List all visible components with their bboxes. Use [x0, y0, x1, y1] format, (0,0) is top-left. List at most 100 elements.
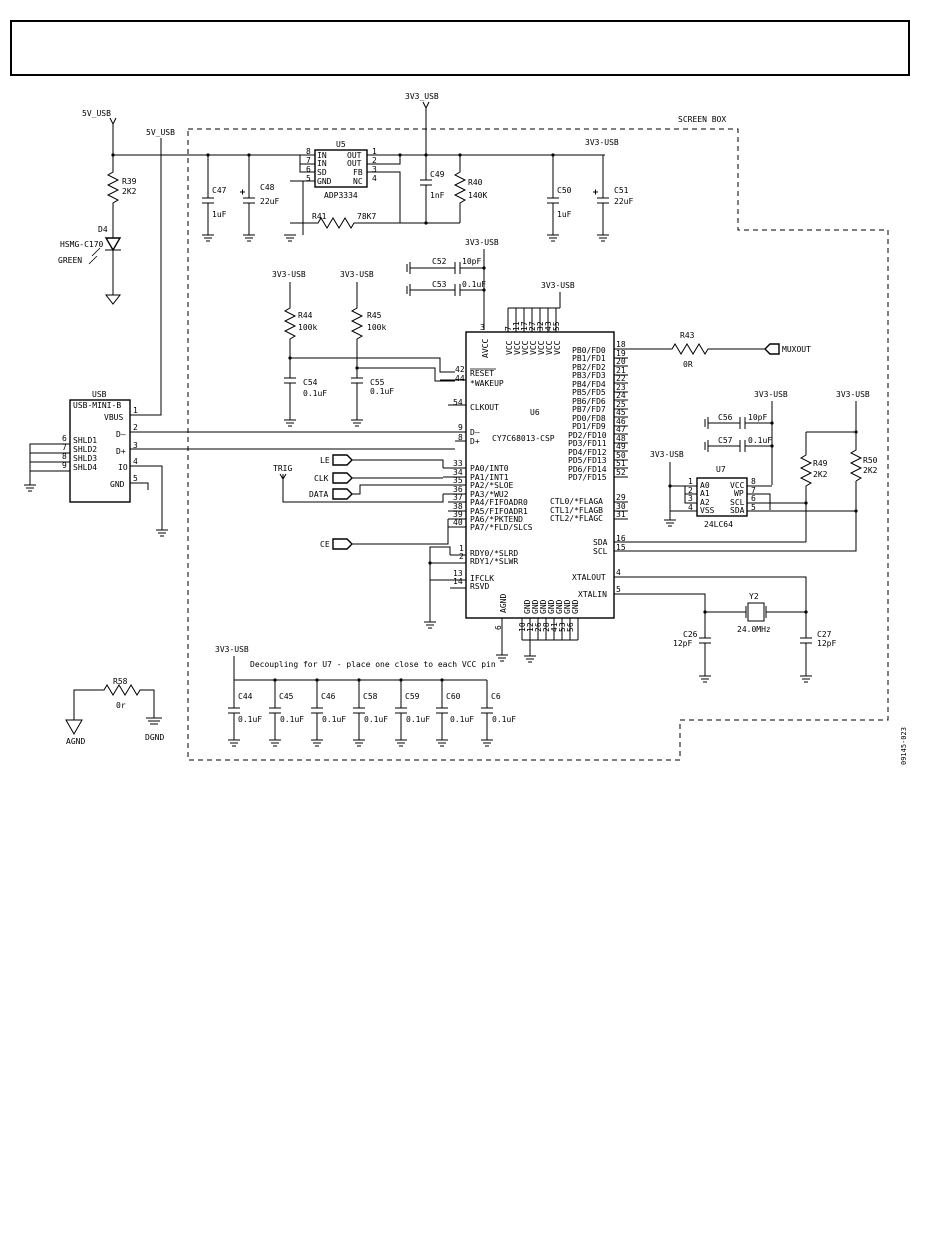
capacitor-c48: C48 22uF	[240, 155, 279, 242]
mcu-pin-num-30: 30	[616, 502, 626, 511]
mcu-pin-label-dminus: D–	[470, 428, 480, 437]
mcu-pin-label-xtalin: XTALIN	[578, 590, 607, 599]
crystal-section: Y2 24.0MHz C26 12pF C27 12pF	[614, 576, 836, 683]
resistor-value-r41: 78K7	[357, 212, 376, 221]
port-label-muxout: MUXOUT	[782, 345, 811, 354]
mcu-pin-num-42: 42	[455, 365, 465, 374]
connector-pin-num-1: 1	[133, 406, 138, 415]
mcu-pin-label-pb1: PB1/FD1	[572, 354, 606, 363]
eeprom-pin-num-5: 5	[751, 503, 756, 512]
mcu-pin-num-55: 55	[552, 321, 561, 331]
crystal-frequency: 24.0MHz	[737, 625, 771, 634]
ground-label-agnd: AGND	[66, 737, 85, 746]
mcu-pin-num-9: 9	[458, 423, 463, 432]
regulator-pin-label-in1: IN	[317, 151, 327, 160]
cap-value-c57: 0.1uF	[748, 436, 772, 445]
mcu-pin-label-wakeup: *WAKEUP	[470, 379, 504, 388]
connector-shield-label-1: SHLD1	[73, 436, 97, 445]
connector-shield-label-4: SHLD4	[73, 463, 97, 472]
resistor-ref-r39: R39	[122, 177, 137, 186]
decoupling-cap-ref-c60: C60	[446, 692, 461, 701]
mcu-pin-label-pa6: PA6/*PKTEND	[470, 515, 523, 524]
mcu-pin-label-pb0: PB0/FD0	[572, 346, 606, 355]
signal-port-le: LE	[320, 454, 444, 468]
cap-ref-c56: C56	[718, 413, 733, 422]
mcu-pin-num-24: 24	[616, 391, 626, 400]
mcu-pin-num-23: 23	[616, 383, 626, 392]
mcu-pin-label-vcc-55: VCC	[553, 340, 562, 355]
regulator-pin-num-6: 6	[306, 165, 311, 174]
crystal-ref-y2: Y2	[749, 592, 759, 601]
resistor-ref-r41: R41	[312, 212, 327, 221]
eeprom-part-number: 24LC64	[704, 520, 733, 529]
mcu-pin-label-rdy0: RDY0/*SLRD	[470, 549, 518, 558]
resistor-ref-r43: R43	[680, 331, 695, 340]
mcu-pin-num-22: 22	[616, 374, 626, 383]
net-label-3v3-c56: 3V3-USB	[754, 390, 788, 399]
mcu-pin-label-vcc-7: VCC	[505, 340, 514, 355]
regulator-part-number: ADP3334	[324, 191, 358, 200]
mcu-pin-num-11: 11	[512, 321, 521, 331]
eeprom-pin-label-vss: VSS	[700, 506, 715, 515]
led-ref-d4: D4	[98, 225, 108, 234]
rail-5v-screen-label: 5V_USB	[133, 128, 175, 416]
resistor-r41: R41 78K7	[290, 212, 460, 229]
mcu-pin-num-49: 49	[616, 442, 626, 451]
mcu-pin-label-pa3: PA3/*WU2	[470, 490, 509, 499]
eeprom-pin-num-2: 2	[688, 486, 693, 495]
mcu-pin-num-45: 45	[616, 408, 626, 417]
decoupling-cap-value-c6: 0.1uF	[492, 715, 516, 724]
mcu-pin-label-pb2: PB2/FD2	[572, 363, 606, 372]
connector-pin-label-dminus: D–	[116, 430, 126, 439]
resistor-value-r44: 100k	[298, 323, 317, 332]
mcu-pin-label-avcc: AVCC	[481, 339, 490, 358]
resistor-ref-r49: R49	[813, 459, 828, 468]
mcu-pin-num-27: 27	[528, 321, 537, 331]
mcu-pin-num-5: 5	[616, 585, 621, 594]
net-label-3v3-decoupling: 3V3-USB	[215, 645, 249, 654]
connector-pin-num-5: 5	[133, 474, 138, 483]
resistor-ref-r44: R44	[298, 311, 313, 320]
mcu-pin-label-ctl0: CTL0/*FLAGA	[550, 497, 603, 506]
net-label-3v3-c52: 3V3-USB	[465, 238, 499, 247]
capacitor-c51: C51 22uF	[593, 155, 633, 242]
mcu-pin-num-40: 40	[453, 518, 463, 527]
connector-pin-num-2: 2	[133, 423, 138, 432]
mcu-pin-label-rsvd: RSVD	[470, 582, 489, 591]
port-label-ce: CE	[320, 540, 330, 549]
mcu-pin-label-pa4: PA4/FIFOADR0	[470, 498, 528, 507]
usb-connector: USB USB-MINI-B VBUS D– D+ IO GND 1 2 3 4…	[24, 390, 455, 537]
mcu-pin-label-gnd-56: GND	[571, 599, 580, 614]
regulator-ref-u5: U5	[336, 140, 346, 149]
decoupling-cap-ref-c45: C45	[279, 692, 294, 701]
cap-value-c26: 12pF	[673, 639, 692, 648]
screen-box-outline	[187, 128, 889, 761]
cap-ref-c49: C49	[430, 170, 445, 179]
regulator-pin-label-nc: NC	[353, 177, 363, 186]
regulator-pin-label-out1: OUT	[347, 151, 362, 160]
net-label-3v3-r45: 3V3-USB	[340, 270, 374, 279]
connector-shield-label-3: SHLD3	[73, 454, 97, 463]
port-label-data: DATA	[309, 490, 328, 499]
mcu-pin-label-pb7: PB7/FD7	[572, 405, 606, 414]
mcu-pin-num-44: 44	[455, 374, 465, 383]
cap-value-c47: 1uF	[212, 210, 227, 219]
eeprom-pin-num-1: 1	[688, 477, 693, 486]
capacitor-c52-c53: 3V3-USB C52 10pF C53 0.1uF	[406, 238, 499, 330]
resistor-ref-r45: R45	[367, 311, 382, 320]
cap-ref-c27: C27	[817, 630, 832, 639]
mcu-pin-num-36: 36	[453, 485, 463, 494]
regulator-u5: U5 IN IN SD GND 8 7 6 5 OUT OUT FB NC 1 …	[284, 140, 560, 242]
regulator-pin-label-gnd: GND	[317, 177, 332, 186]
mcu-pin-num-17: 17	[520, 321, 529, 331]
cap-ref-c47: C47	[212, 186, 227, 195]
mcu-pin-label-gnd-12: GND	[531, 599, 540, 614]
mcu-pin-num-50: 50	[616, 451, 626, 460]
decoupling-cap-value-c45: 0.1uF	[280, 715, 304, 724]
reset-network: 3V3-USB 3V3-USB R44 100k R45 100k C54 0.…	[272, 270, 455, 427]
mcu-pin-num-13: 13	[453, 569, 463, 578]
decoupling-cap-ref-c58: C58	[363, 692, 378, 701]
mcu-pin-label-vcc-17: VCC	[521, 340, 530, 355]
led-part-number: HSMG-C170	[60, 240, 104, 249]
mcu-ref-u6: U6	[530, 408, 540, 417]
